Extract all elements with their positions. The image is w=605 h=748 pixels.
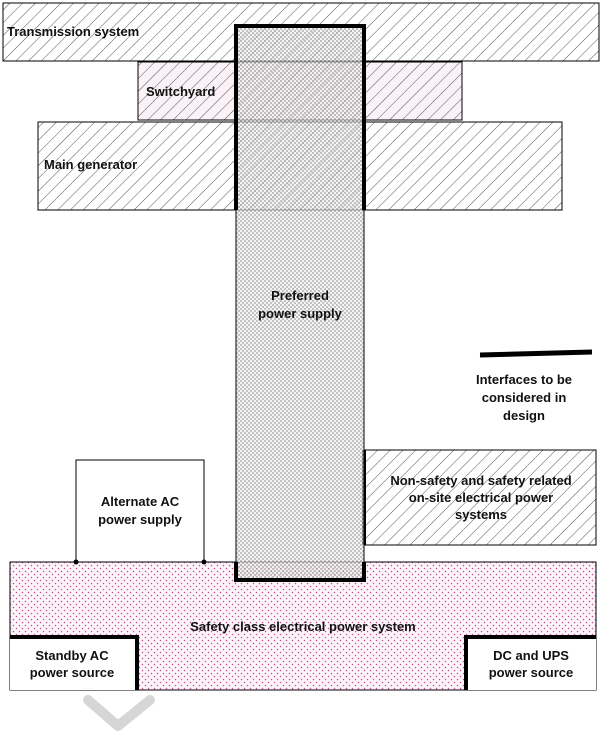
main-generator-label: Main generator [44, 157, 137, 172]
legend-label-line2: considered in [482, 390, 567, 405]
standby-ac-label-line2: power source [30, 665, 115, 680]
transmission-system-label: Transmission system [7, 24, 139, 39]
switchyard-label: Switchyard [146, 84, 215, 99]
dc-ups-power-source-block: DC and UPS power source [464, 635, 596, 690]
alternate-ac-label-line1: Alternate AC [101, 494, 180, 509]
legend-label-line1: Interfaces to be [476, 372, 572, 387]
dc-ups-label-line1: DC and UPS [493, 648, 569, 663]
safety-class-system-label: Safety class electrical power system [190, 619, 415, 634]
standby-ac-power-source-block: Standby AC power source [10, 635, 139, 690]
non-safety-label-line2: on-site electrical power [409, 490, 554, 505]
preferred-label-line2: power supply [258, 306, 343, 321]
preferred-label-line1: Preferred [271, 288, 329, 303]
thick-interface-line-icon [479, 349, 593, 358]
alternate-ac-label-line2: power supply [98, 512, 183, 527]
watermark-chevron-icon [83, 695, 155, 731]
interfaces-legend: Interfaces to be considered in design [476, 349, 593, 423]
legend-label-line3: design [503, 408, 545, 423]
non-safety-systems-block: Non-safety and safety related on-site el… [362, 449, 597, 546]
non-safety-label-line3: systems [455, 507, 507, 522]
alternate-ac-power-supply-block: Alternate AC power supply [73, 459, 207, 565]
dc-ups-label-line2: power source [489, 665, 574, 680]
preferred-power-supply-block: Preferred power supply [234, 24, 366, 582]
standby-ac-label-line1: Standby AC [35, 648, 109, 663]
non-safety-label-line1: Non-safety and safety related [390, 473, 571, 488]
